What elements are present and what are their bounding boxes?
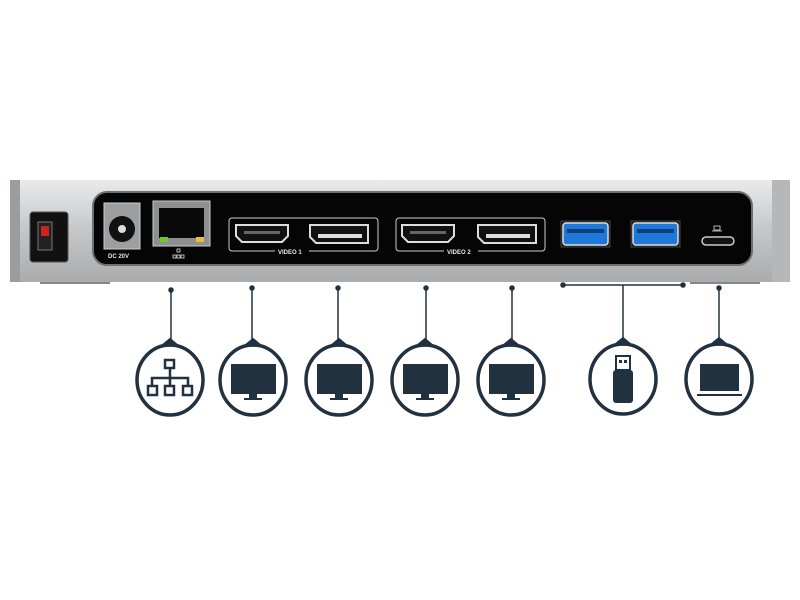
callout-network [135, 337, 205, 417]
dc-in-label: DC 20V [108, 254, 129, 260]
hdmi-port-2 [401, 224, 455, 243]
callout-monitor-3 [390, 337, 460, 417]
callout-monitor-2 [304, 337, 374, 417]
video1-label: VIDEO 1 [278, 250, 302, 256]
dc-in-port [103, 202, 141, 250]
callout-monitor-4 [476, 337, 546, 417]
hdmi-port-1 [235, 224, 289, 243]
ethernet-port [152, 200, 211, 247]
monitor-icon [489, 364, 534, 400]
usb-c-port [701, 236, 735, 246]
usb-drive-icon [613, 355, 633, 403]
displayport-2 [477, 224, 537, 244]
video2-label: VIDEO 2 [447, 250, 471, 256]
laptop-symbol-icon [712, 225, 722, 232]
laptop-icon [697, 364, 742, 396]
network-symbol-icon [172, 248, 185, 259]
displayport-1 [309, 224, 369, 244]
usb-a-port-2 [630, 220, 681, 248]
callout-monitor-1 [218, 337, 288, 417]
callout-usb [588, 336, 658, 416]
docking-station: DC 20V VIDEO 1 VIDEO 2 [10, 180, 790, 284]
monitor-icon [317, 364, 362, 400]
power-switch[interactable] [29, 211, 69, 263]
network-icon [146, 358, 194, 397]
callout-laptop [684, 336, 754, 416]
usb-a-port-1 [560, 220, 611, 248]
callout-lines [168, 282, 722, 345]
monitor-icon [231, 364, 276, 400]
monitor-icon [403, 364, 448, 400]
